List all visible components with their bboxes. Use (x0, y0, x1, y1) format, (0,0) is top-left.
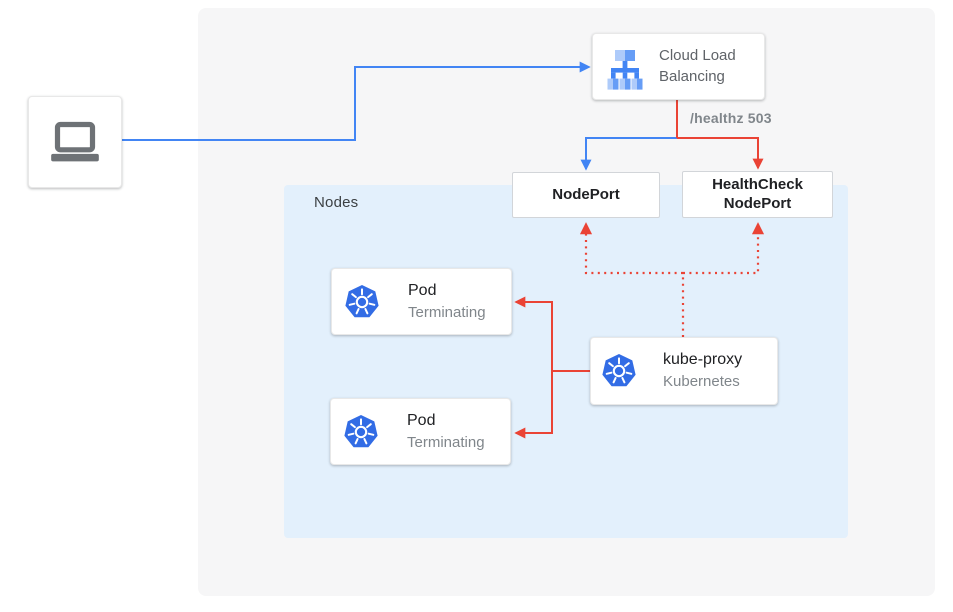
healthcheck-nodeport-label: HealthCheck NodePort (712, 175, 803, 212)
kube-proxy-subtitle: Kubernetes (663, 373, 740, 391)
pod-card-2: Pod Terminating (330, 398, 511, 465)
nodes-group-label: Nodes (314, 194, 359, 211)
kubernetes-icon (601, 353, 637, 388)
cloud-load-balancing-label: Cloud Load Balancing (659, 47, 736, 85)
client-device-card (28, 96, 122, 188)
kubernetes-icon (344, 283, 380, 318)
pod-card-1: Pod Terminating (331, 268, 512, 335)
kube-proxy-title: kube-proxy (663, 351, 743, 369)
healthcheck-nodeport-box: HealthCheck NodePort (682, 171, 833, 218)
cloud-load-balancing-card: Cloud Load Balancing (592, 33, 765, 100)
kube-proxy-card: kube-proxy Kubernetes (590, 337, 778, 405)
kubernetes-icon (343, 413, 379, 448)
pod-title: Pod (408, 281, 437, 299)
pod-status: Terminating (407, 433, 485, 451)
pod-status: Terminating (408, 303, 486, 321)
nodeport-box: NodePort (512, 172, 660, 218)
nodeport-label: NodePort (552, 185, 620, 203)
pod-title: Pod (407, 411, 436, 429)
laptop-icon (40, 107, 110, 177)
cloud-load-balancing-icon (607, 49, 643, 90)
healthz-status-label: /healthz 503 (690, 110, 772, 126)
